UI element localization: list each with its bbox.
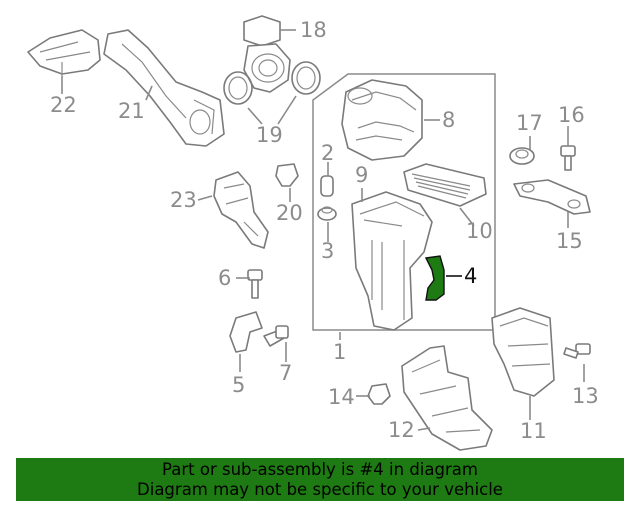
callout-12: 12 (388, 418, 415, 442)
part-19-clamps (223, 61, 321, 105)
part-4-bracket-highlighted (424, 255, 445, 301)
callout-21: 21 (118, 99, 145, 123)
assembly-outline (312, 73, 496, 331)
part-22-bracket (27, 29, 101, 76)
part-20-clip (275, 163, 299, 187)
callout-2: 2 (321, 141, 334, 165)
callout-7: 7 (279, 361, 292, 385)
part-12-duct (401, 345, 493, 451)
callout-6: 6 (218, 266, 231, 290)
callout-15: 15 (556, 229, 583, 253)
callout-17: 17 (516, 111, 543, 135)
part-11-resonator (491, 307, 555, 397)
banner-line-1: Part or sub-assembly is #4 in diagram (162, 459, 478, 479)
part-7-bolt (263, 325, 289, 347)
callout-11: 11 (520, 419, 547, 443)
callout-16: 16 (558, 103, 585, 127)
part-2-pin (320, 175, 334, 197)
callout-9: 9 (355, 163, 368, 187)
callout-18: 18 (300, 18, 327, 42)
part-14-clip (367, 383, 391, 405)
callout-1: 1 (333, 340, 346, 364)
callout-5: 5 (232, 373, 245, 397)
leader-lines (61, 29, 585, 431)
part-3-grommet (317, 206, 337, 221)
part-21-duct (103, 29, 225, 147)
part-13-bolt (563, 343, 591, 359)
part-6-bolt (247, 269, 263, 299)
banner-line-2: Diagram may not be specific to your vehi… (137, 479, 503, 499)
part-17-nut (509, 147, 535, 165)
callout-20: 20 (276, 201, 303, 225)
callout-14: 14 (328, 385, 355, 409)
part-10-filter (403, 163, 487, 207)
callout-8: 8 (442, 108, 455, 132)
part-5-bracket (229, 311, 263, 353)
part-18-sensor (243, 15, 291, 93)
part-8-cover (341, 79, 423, 161)
parts-diagram: 22 21 18 19 8 2 9 10 3 20 23 6 4 5 7 1 1… (27, 15, 599, 451)
callout-4: 4 (464, 264, 477, 288)
part-16-bolt (560, 145, 576, 171)
info-banner: Part or sub-assembly is #4 in diagram Di… (16, 458, 624, 501)
callout-13: 13 (572, 384, 599, 408)
callout-23: 23 (170, 188, 197, 212)
callout-19: 19 (256, 123, 283, 147)
callout-22: 22 (50, 93, 77, 117)
callout-10: 10 (466, 219, 493, 243)
part-15-bracket (513, 179, 591, 215)
callout-labels: 22 21 18 19 8 2 9 10 3 20 23 6 4 5 7 1 1… (50, 18, 599, 443)
part-23-bracket (213, 171, 269, 249)
callout-3: 3 (321, 239, 334, 263)
part-9-case (351, 191, 433, 331)
